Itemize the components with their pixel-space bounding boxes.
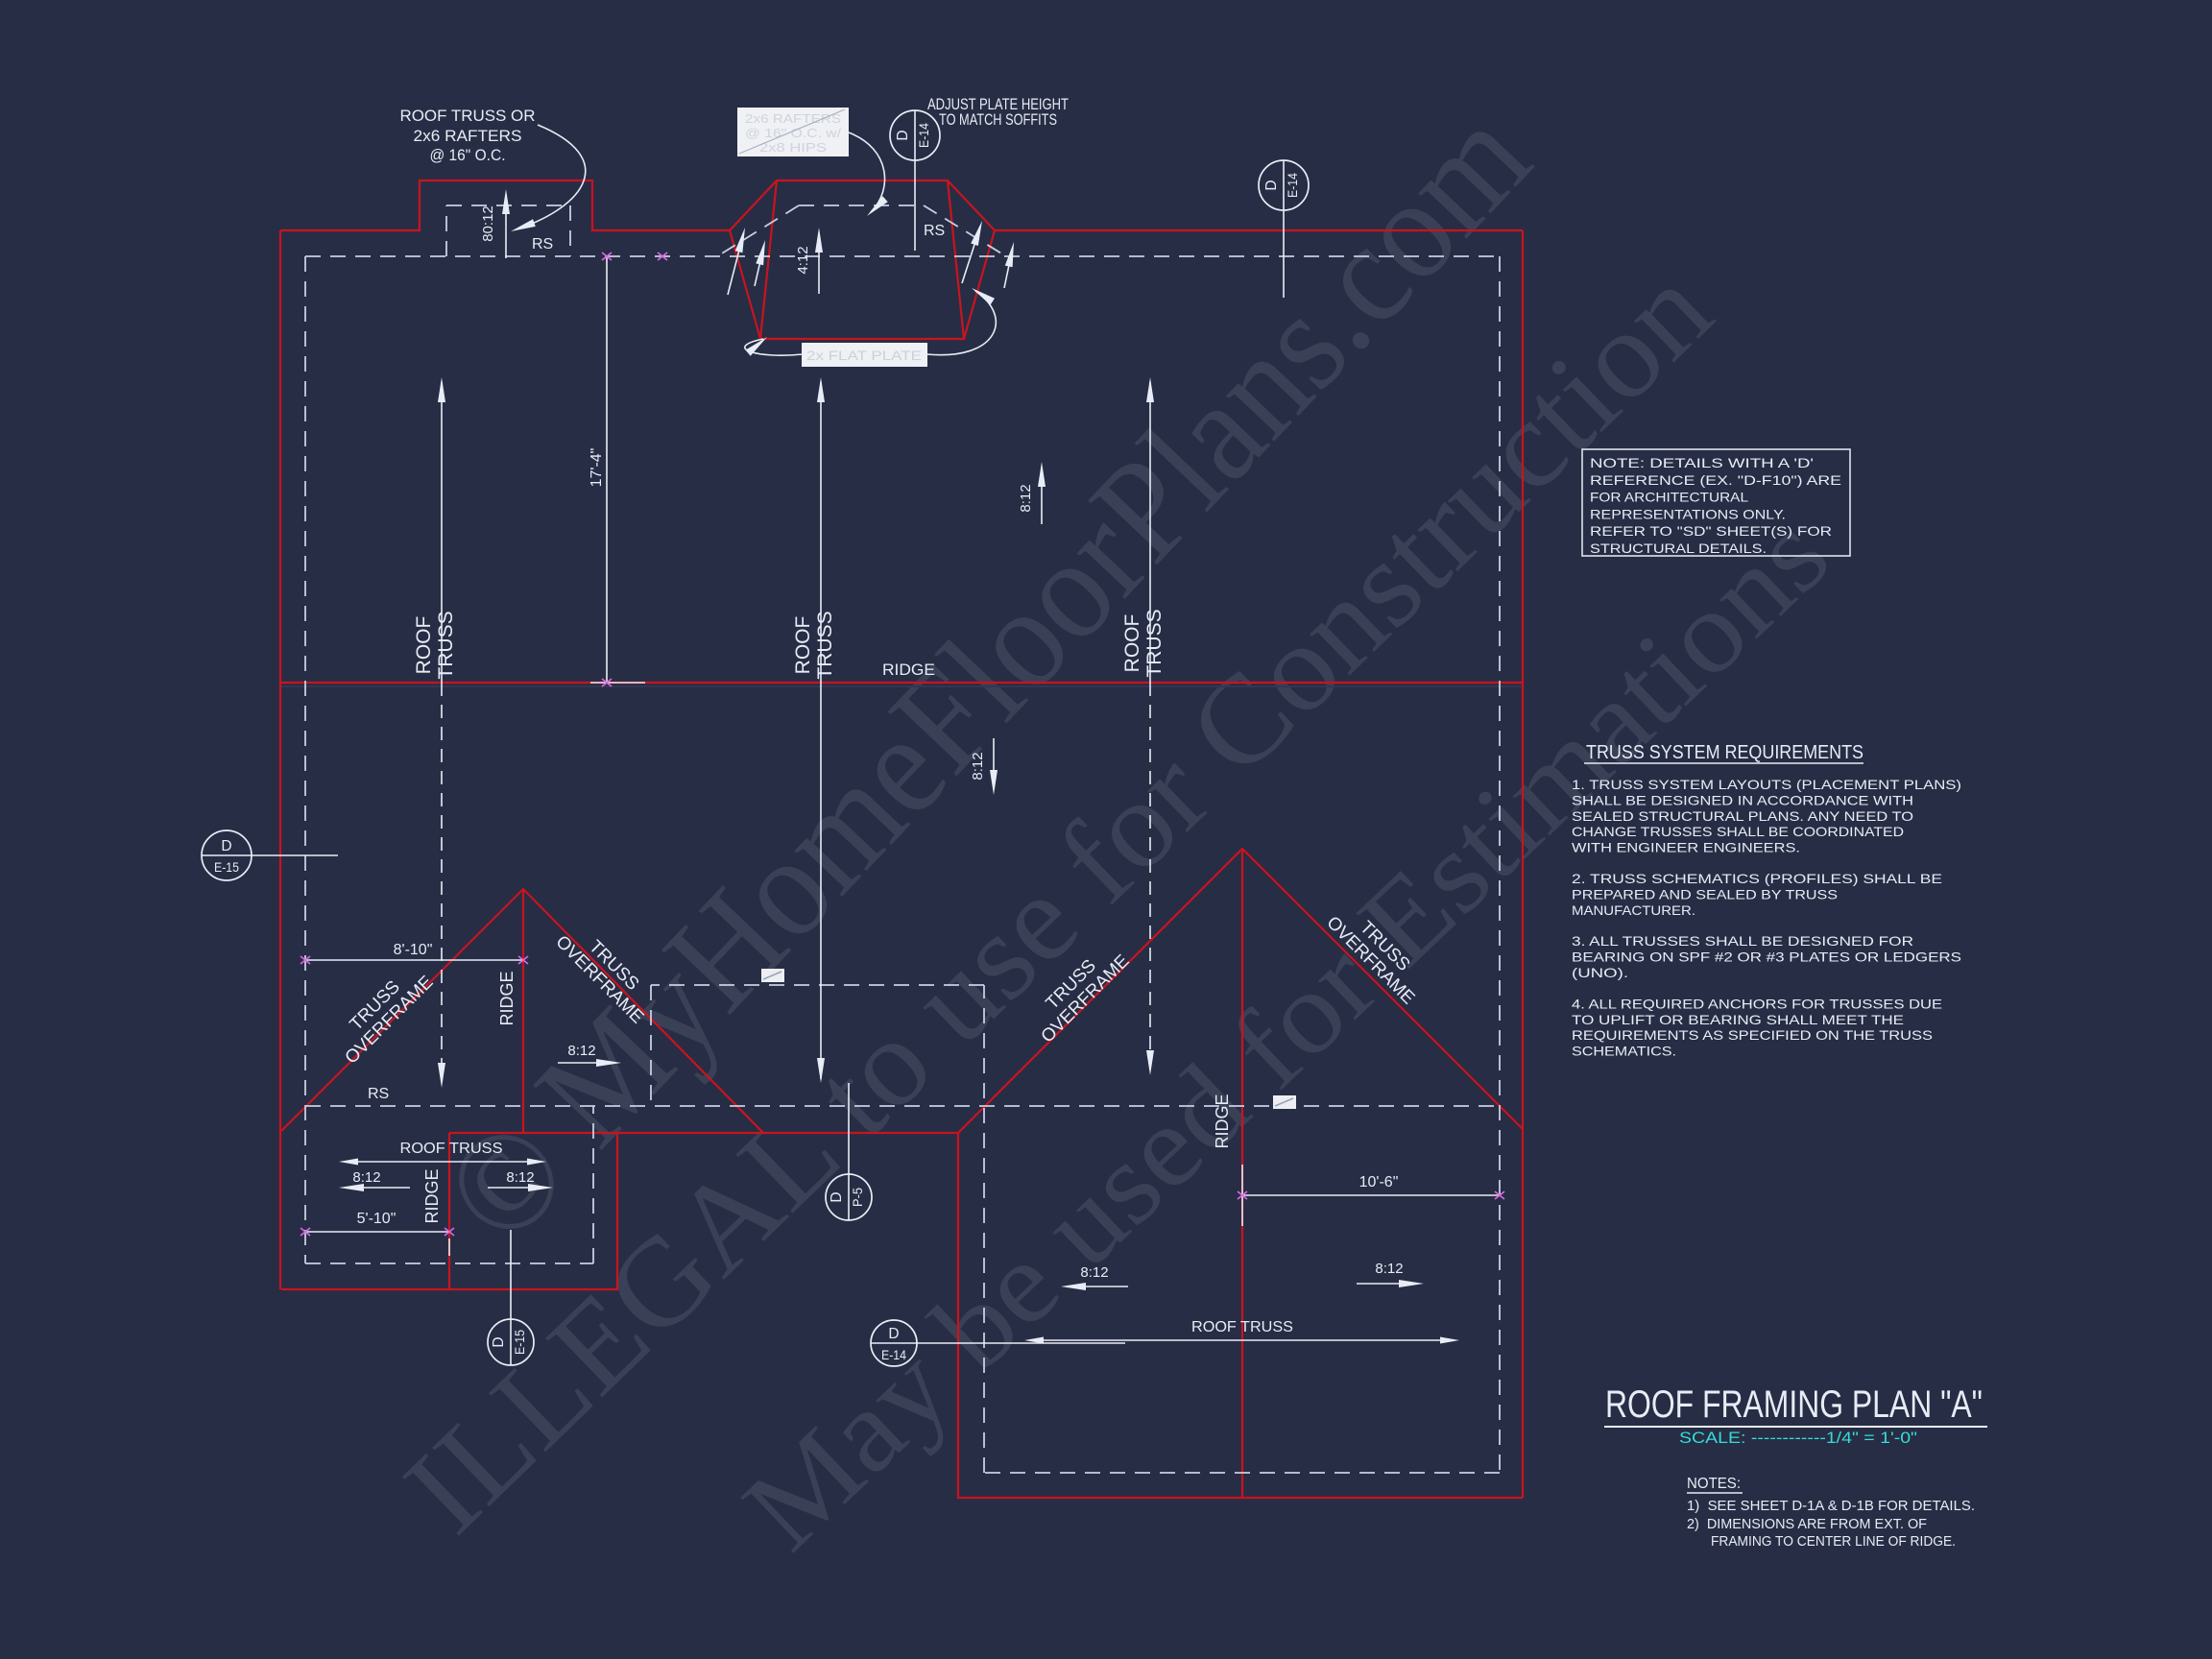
svg-text:TRUSS: TRUSS — [1143, 609, 1166, 677]
svg-text:E-15: E-15 — [214, 860, 239, 875]
svg-text:8:12: 8:12 — [1080, 1264, 1108, 1281]
svg-text:D: D — [829, 1191, 845, 1202]
svg-text:10'-6": 10'-6" — [1359, 1174, 1399, 1190]
svg-text:REPRESENTATIONS ONLY.: REPRESENTATIONS ONLY. — [1590, 506, 1786, 521]
svg-text:ROOF TRUSS: ROOF TRUSS — [1191, 1319, 1293, 1335]
svg-text:@ 16" O.C. w/: @ 16" O.C. w/ — [745, 126, 841, 140]
svg-text:E-14: E-14 — [881, 1348, 906, 1362]
svg-text:2x6 RAFTERS: 2x6 RAFTERS — [414, 127, 522, 145]
svg-text:P-5: P-5 — [851, 1188, 865, 1207]
svg-text:E-14: E-14 — [917, 123, 931, 148]
svg-text:PREPARED AND SEALED BY TRUSS: PREPARED AND SEALED BY TRUSS — [1572, 886, 1838, 902]
svg-text:8:12: 8:12 — [352, 1169, 380, 1186]
svg-text:8:12: 8:12 — [970, 752, 986, 780]
svg-text:17'-4": 17'-4" — [589, 448, 605, 488]
svg-text:8:12: 8:12 — [1375, 1261, 1403, 1277]
svg-text:RS: RS — [368, 1086, 389, 1102]
svg-text:(UNO).: (UNO). — [1572, 965, 1628, 980]
svg-text:RIDGE: RIDGE — [882, 661, 935, 679]
svg-text:SEALED STRUCTURAL PLANS. ANY N: SEALED STRUCTURAL PLANS. ANY NEED TO — [1572, 808, 1913, 824]
svg-text:NOTES:: NOTES: — [1687, 1476, 1741, 1492]
svg-text:8:12: 8:12 — [506, 1169, 534, 1186]
svg-text:@ 16" O.C.: @ 16" O.C. — [430, 146, 506, 164]
svg-text:CHANGE TRUSSES SHALL BE COORDI: CHANGE TRUSSES SHALL BE COORDINATED — [1572, 824, 1904, 839]
svg-text:TO MATCH SOFFITS: TO MATCH SOFFITS — [939, 110, 1057, 129]
svg-text:STRUCTURAL DETAILS.: STRUCTURAL DETAILS. — [1590, 541, 1767, 556]
svg-text:ADJUST PLATE HEIGHT: ADJUST PLATE HEIGHT — [927, 95, 1069, 113]
svg-text:ROOF: ROOF — [792, 616, 814, 675]
svg-text:1. TRUSS SYSTEM LAYOUTS (PLACE: 1. TRUSS SYSTEM LAYOUTS (PLACEMENT PLANS… — [1572, 777, 1961, 792]
svg-text:2) DIMENSIONS ARE FROM EXT. O: 2) DIMENSIONS ARE FROM EXT. OF — [1687, 1517, 1927, 1532]
svg-text:FOR ARCHITECTURAL: FOR ARCHITECTURAL — [1590, 490, 1748, 505]
svg-text:2x8 HIPS: 2x8 HIPS — [759, 140, 827, 155]
svg-text:3. ALL TRUSSES SHALL BE DESIGN: 3. ALL TRUSSES SHALL BE DESIGNED FOR — [1572, 933, 1913, 949]
svg-text:8:12: 8:12 — [1018, 484, 1034, 512]
svg-text:D: D — [1263, 180, 1280, 190]
svg-text:RIDGE: RIDGE — [497, 971, 517, 1025]
svg-text:8'-10": 8'-10" — [394, 942, 433, 958]
svg-text:SCALE: ------------1/4" = 1'-0: SCALE: ------------1/4" = 1'-0" — [1679, 1429, 1917, 1447]
svg-text:TO UPLIFT OR BEARING SHALL MEE: TO UPLIFT OR BEARING SHALL MEET THE — [1572, 1012, 1904, 1027]
svg-text:E-14: E-14 — [1286, 173, 1300, 198]
svg-text:D: D — [888, 1326, 899, 1342]
svg-text:RS: RS — [924, 223, 945, 239]
svg-text:RIDGE: RIDGE — [422, 1168, 442, 1223]
svg-text:8:12: 8:12 — [567, 1043, 595, 1059]
svg-text:2. TRUSS SCHEMATICS (PROFILES): 2. TRUSS SCHEMATICS (PROFILES) SHALL BE — [1572, 871, 1942, 886]
svg-text:TRUSS SYSTEM REQUIREMENTS: TRUSS SYSTEM REQUIREMENTS — [1586, 742, 1863, 763]
svg-text:NOTE: DETAILS WITH A 'D': NOTE: DETAILS WITH A 'D' — [1590, 455, 1814, 470]
svg-text:SCHEMATICS.: SCHEMATICS. — [1572, 1044, 1676, 1059]
svg-text:4. ALL REQUIRED ANCHORS FOR TR: 4. ALL REQUIRED ANCHORS FOR TRUSSES DUE — [1572, 996, 1942, 1011]
svg-text:WITH ENGINEER ENGINEERS.: WITH ENGINEER ENGINEERS. — [1572, 840, 1800, 855]
svg-text:SHALL BE DESIGNED IN ACCORDANC: SHALL BE DESIGNED IN ACCORDANCE WITH — [1572, 792, 1913, 807]
svg-text:1) SEE SHEET D-1A & D-1B FOR: 1) SEE SHEET D-1A & D-1B FOR DETAILS. — [1687, 1499, 1975, 1514]
svg-text:RIDGE: RIDGE — [1213, 1094, 1232, 1148]
svg-text:FRAMING TO CENTER LINE OF RIDG: FRAMING TO CENTER LINE OF RIDGE. — [1711, 1534, 1956, 1550]
svg-text:REQUIREMENTS AS SPECIFIED ON T: REQUIREMENTS AS SPECIFIED ON THE TRUSS — [1572, 1027, 1933, 1043]
svg-text:REFER TO "SD" SHEET(S) FOR: REFER TO "SD" SHEET(S) FOR — [1590, 523, 1832, 539]
svg-text:D: D — [895, 130, 911, 140]
svg-text:REFERENCE (EX. "D-F10") ARE: REFERENCE (EX. "D-F10") ARE — [1590, 472, 1841, 488]
svg-text:4:12: 4:12 — [795, 246, 811, 274]
svg-text:ROOF: ROOF — [1121, 614, 1143, 673]
svg-text:2x FLAT PLATE: 2x FLAT PLATE — [806, 348, 922, 363]
svg-text:2x6 RAFTERS: 2x6 RAFTERS — [745, 111, 841, 126]
svg-text:TRUSS: TRUSS — [814, 611, 836, 679]
svg-text:RS: RS — [532, 236, 553, 252]
svg-text:E-15: E-15 — [513, 1330, 527, 1355]
svg-text:TRUSS: TRUSS — [435, 611, 457, 679]
svg-text:ROOF: ROOF — [413, 616, 435, 675]
svg-text:D: D — [221, 838, 231, 854]
svg-text:ROOF FRAMING PLAN "A": ROOF FRAMING PLAN "A" — [1605, 1383, 1983, 1426]
svg-text:ROOF TRUSS: ROOF TRUSS — [400, 1141, 503, 1157]
svg-text:80:12: 80:12 — [480, 205, 496, 242]
svg-text:MANUFACTURER.: MANUFACTURER. — [1572, 902, 1695, 918]
svg-text:D: D — [491, 1336, 507, 1347]
svg-text:ROOF TRUSS OR: ROOF TRUSS OR — [400, 107, 536, 125]
svg-text:5'-10": 5'-10" — [357, 1211, 397, 1227]
svg-text:BEARING ON SPF #2 OR #3 PLATES: BEARING ON SPF #2 OR #3 PLATES OR LEDGER… — [1572, 950, 1961, 965]
